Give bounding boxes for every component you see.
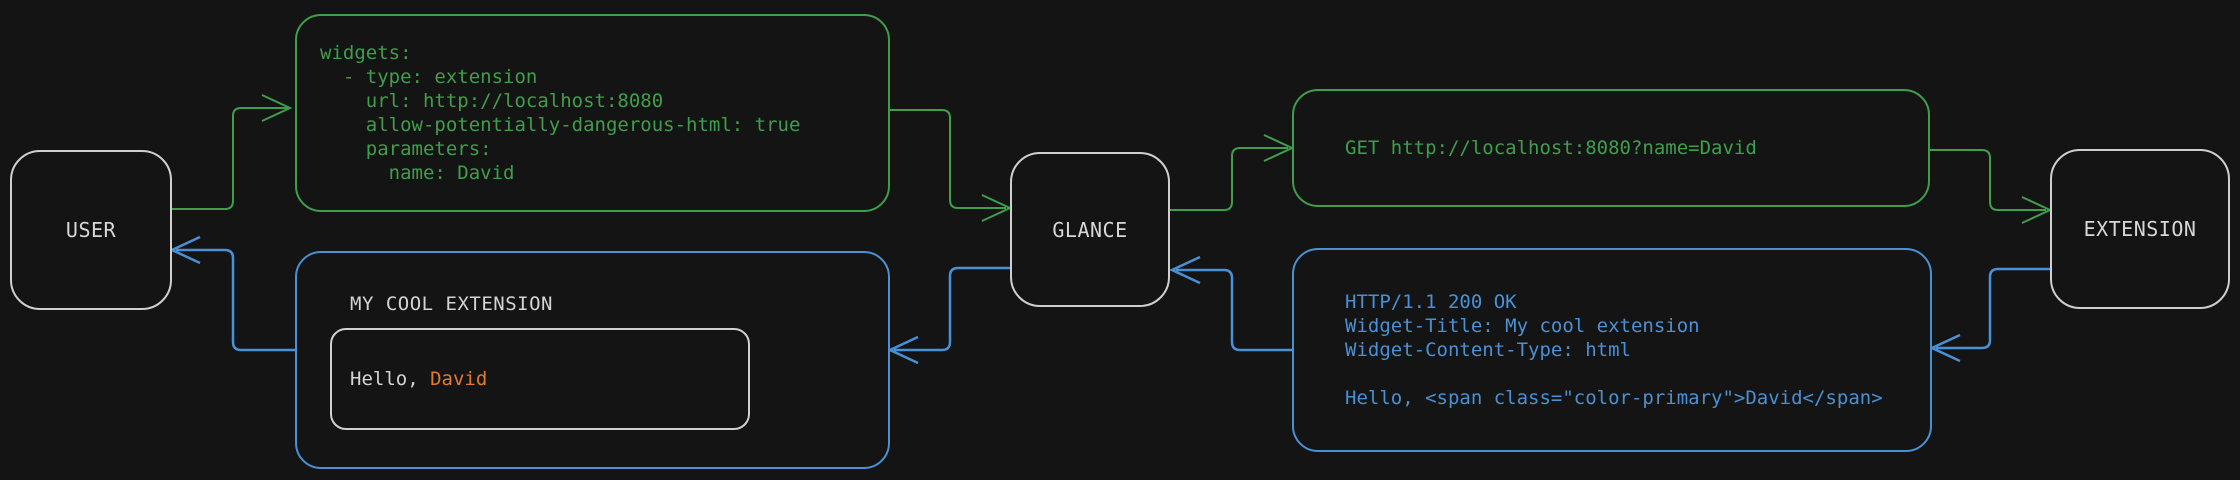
node-glance: GLANCE [1010, 152, 1170, 307]
node-glance-label: GLANCE [1052, 217, 1128, 242]
arrow-extension-to-response [1929, 267, 2050, 363]
rendered-widget-box: MY COOL EXTENSION Hello, David [295, 251, 890, 469]
arrow-response-to-glance [1169, 255, 1292, 352]
widget-content-frame: Hello, David [330, 328, 750, 430]
arrow-glance-to-request [1170, 134, 1295, 211]
node-extension-label: EXTENSION [2083, 217, 2197, 241]
config-yaml-code: widgets: - type: extension url: http://l… [320, 42, 801, 184]
arrow-request-to-extension [1930, 149, 2053, 224]
node-user-label: USER [65, 218, 117, 242]
arrow-user-to-config [172, 94, 293, 210]
node-extension: EXTENSION [2050, 149, 2230, 309]
arrow-widget-to-user [169, 235, 295, 352]
arrow-config-to-glance [888, 109, 1013, 222]
http-response-box: HTTP/1.1 200 OK Widget-Title: My cool ex… [1292, 248, 1932, 452]
greeting-prefix: Hello, [350, 368, 431, 390]
arrow-glance-to-widget [887, 266, 1010, 365]
http-response-code: HTTP/1.1 200 OK Widget-Title: My cool ex… [1345, 291, 1883, 409]
greeting-name: David [430, 368, 488, 390]
http-request-code: GET http://localhost:8080?name=David [1345, 137, 1757, 159]
widget-greeting: Hello, David [332, 368, 487, 390]
http-request-box: GET http://localhost:8080?name=David [1292, 89, 1930, 207]
node-user: USER [10, 150, 172, 310]
config-yaml-box: widgets: - type: extension url: http://l… [295, 14, 890, 212]
widget-title: MY COOL EXTENSION [350, 293, 553, 315]
